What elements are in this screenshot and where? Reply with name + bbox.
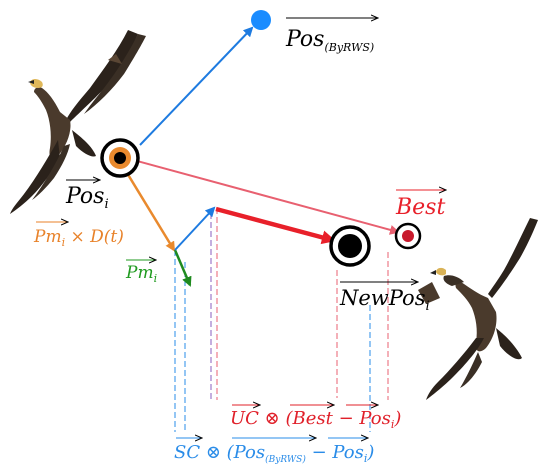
vector-to-best xyxy=(125,157,400,235)
label-new-pos-i: NewPosi xyxy=(339,286,430,314)
label-pos-i: Posi xyxy=(65,184,109,212)
label-pm: Pmi xyxy=(125,263,157,285)
label-best: Best xyxy=(395,195,445,220)
label-pm-times-d: Pmi × D(t) xyxy=(33,227,124,249)
vector-pm-times-d xyxy=(122,167,176,252)
vector-to-random-position xyxy=(139,26,254,146)
vector-pm xyxy=(173,249,192,287)
vector-sc-step xyxy=(174,206,216,251)
label-pos-byrws: Pos(ByRWS) xyxy=(285,27,374,54)
eagle-icon xyxy=(10,30,146,214)
random-position-point xyxy=(251,10,271,30)
new-position-marker xyxy=(329,225,371,267)
label-uc-term: UC ⊗ (Best − Posi) xyxy=(230,408,401,431)
best-position-marker xyxy=(394,222,422,250)
vector-uc-step xyxy=(215,206,336,245)
current-position-marker xyxy=(100,138,140,178)
eagle-icon xyxy=(418,218,538,400)
label-sc-term: SC ⊗ (Pos(ByRWS) − Posi) xyxy=(174,442,374,465)
